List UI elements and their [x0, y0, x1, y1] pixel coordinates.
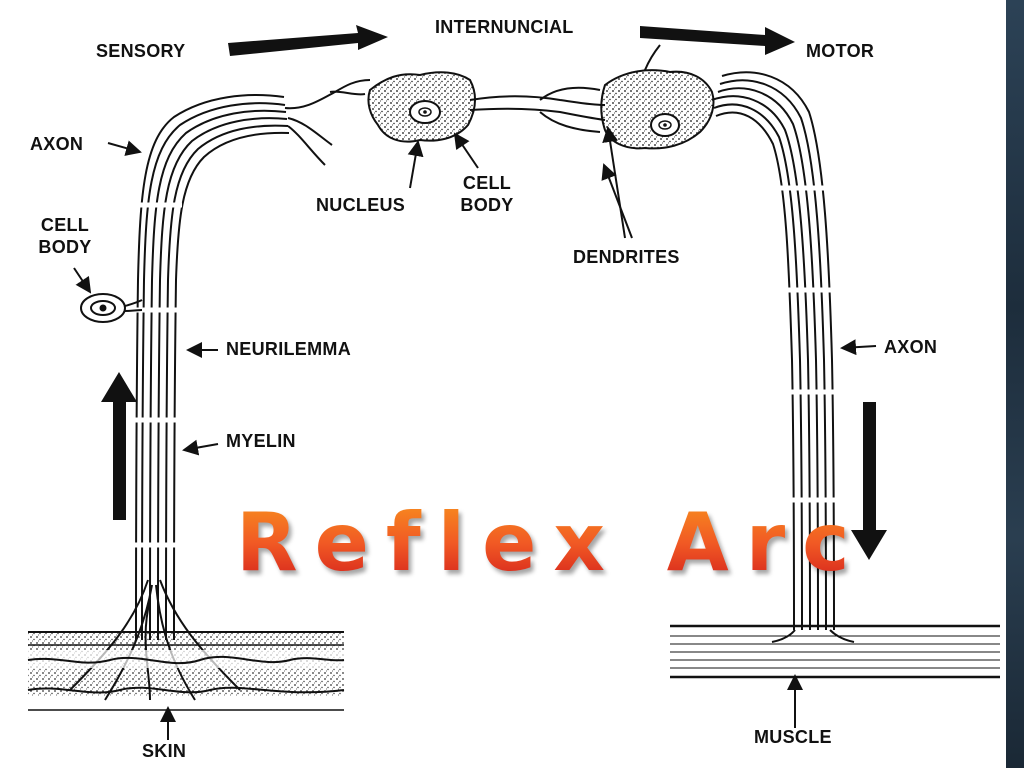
muscle-tissue: [670, 624, 1000, 679]
label-neurilemma: NEURILEMMA: [226, 339, 351, 359]
label-muscle: MUSCLE: [754, 727, 832, 747]
motor-fiber: [711, 71, 835, 631]
skin-tissue: [27, 631, 345, 711]
label-motor: MOTOR: [806, 41, 875, 61]
interneuron-cell-body-left: [367, 71, 476, 143]
sensory-nodes: [132, 202, 182, 548]
label-myelin: MYELIN: [226, 431, 296, 451]
sensory-fiber: [135, 94, 290, 641]
label-axon-right: AXON: [884, 337, 938, 357]
sensory-terminal: [284, 79, 371, 166]
slide-title: Reflex Arc: [236, 496, 867, 589]
sensory-cell-body: [80, 293, 143, 323]
motor-endplate: [771, 629, 855, 643]
slide-edge: [1006, 0, 1024, 768]
flow-arrow-motor: [640, 26, 795, 55]
flow-arrow-sensory: [228, 25, 388, 56]
motor-cell-body: [600, 44, 715, 150]
label-internuncial: INTERNUNCIAL: [435, 17, 574, 37]
label-skin: SKIN: [142, 741, 187, 761]
motor-nodes: [780, 185, 845, 503]
label-nucleus: NUCLEUS: [316, 195, 406, 215]
flow-arrow-down: [851, 402, 887, 560]
label-sensory: SENSORY: [96, 41, 186, 61]
interneuron-axon: [469, 86, 606, 133]
label-cell-body-center: CELL BODY: [460, 173, 514, 215]
label-cell-body-left: CELL BODY: [38, 215, 92, 257]
label-pointers: [73, 126, 877, 740]
label-dendrites: DENDRITES: [573, 247, 680, 267]
flow-arrow-up: [101, 372, 137, 520]
label-axon-left: AXON: [30, 134, 84, 154]
